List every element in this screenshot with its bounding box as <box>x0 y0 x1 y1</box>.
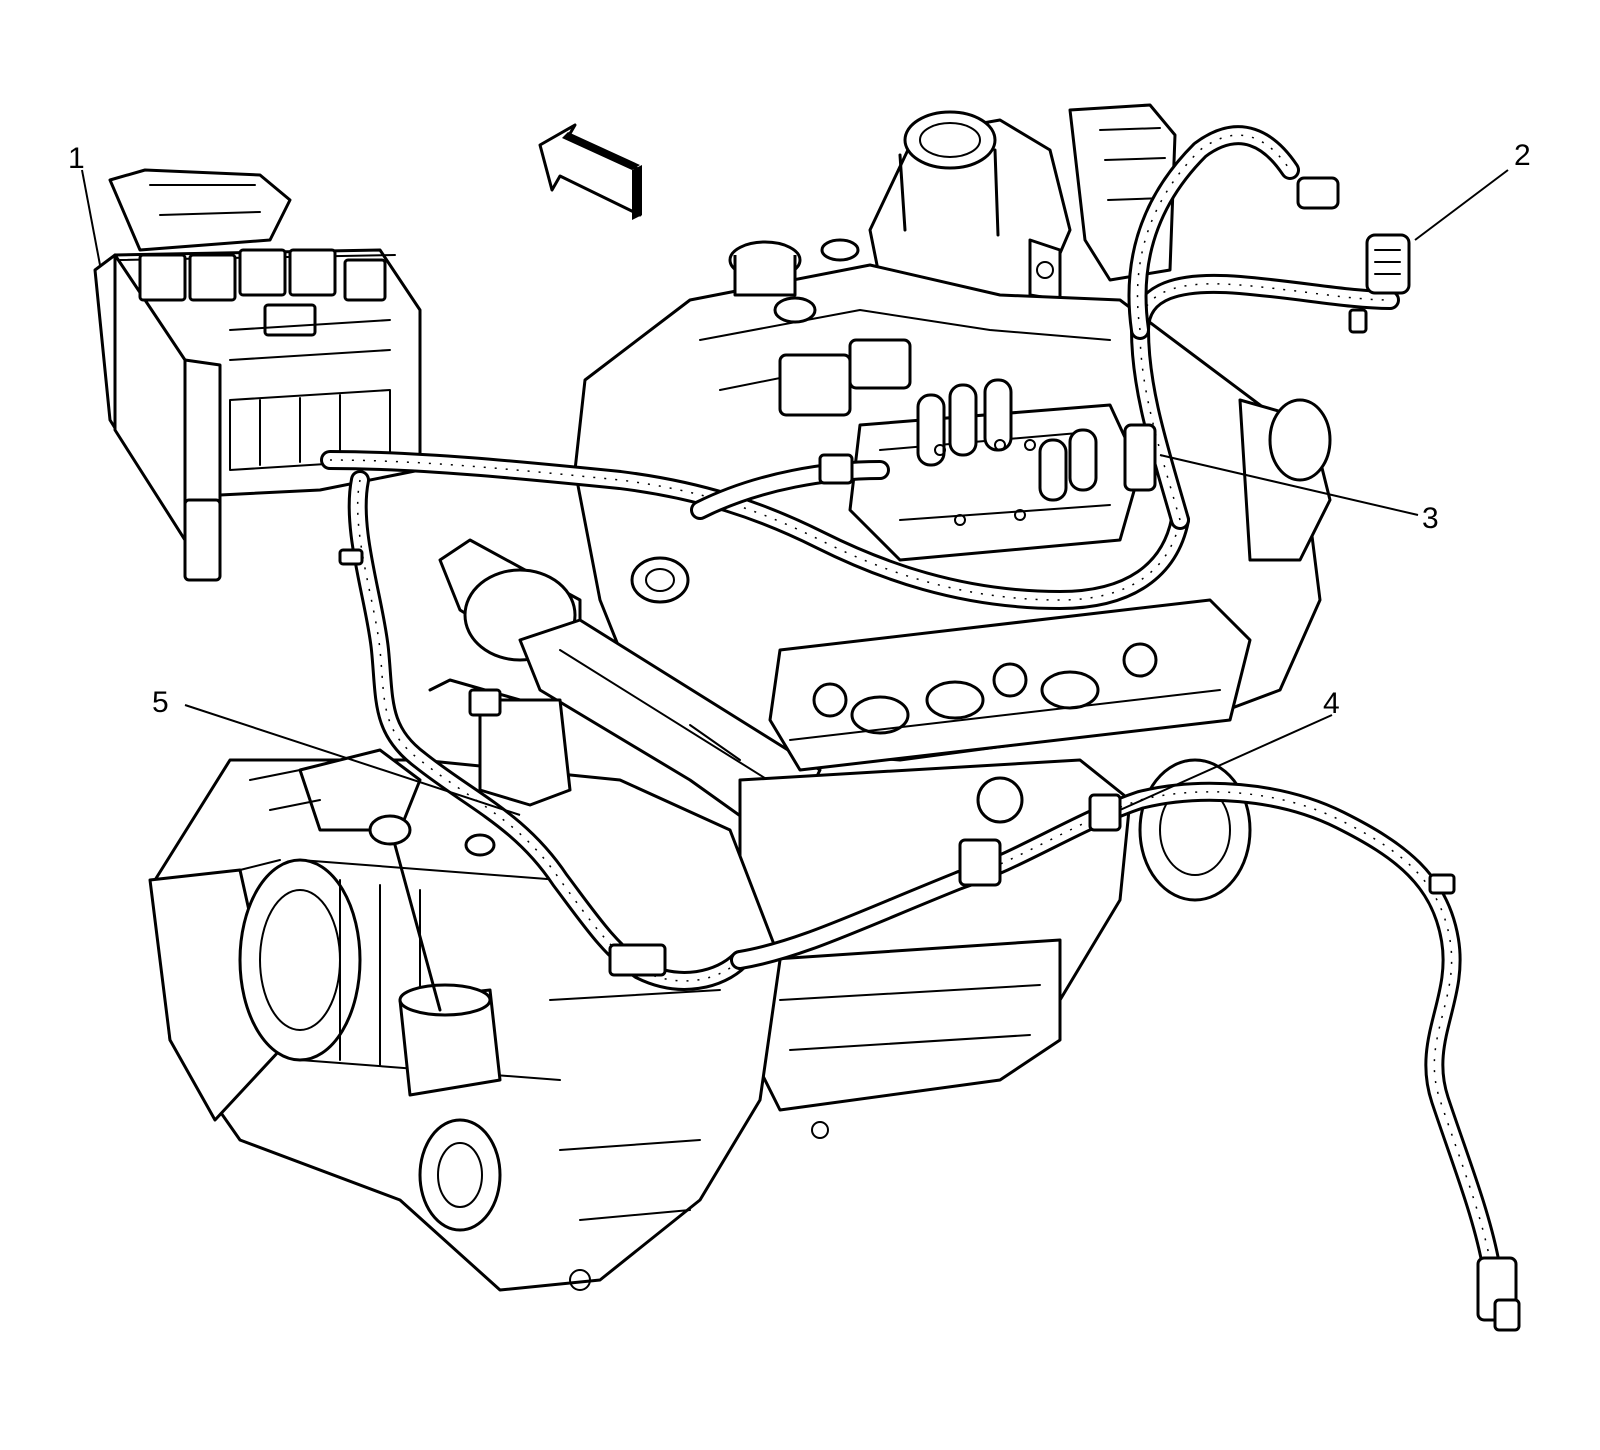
coolant-pipe <box>428 678 572 807</box>
callout-labels: 1 2 3 4 5 <box>68 139 1531 720</box>
transaxle-connector <box>608 943 667 977</box>
fuse-relay-block <box>93 168 422 582</box>
throttle-connector <box>1296 176 1340 210</box>
round-connector-2 <box>1365 233 1411 295</box>
callout-label-1: 1 <box>68 142 85 175</box>
callout-label-5: 5 <box>152 686 169 719</box>
callout-leaders <box>81 169 1509 816</box>
leader-line-4 <box>1119 714 1333 811</box>
callout-label-2: 2 <box>1514 139 1531 172</box>
leader-line-1 <box>81 169 101 266</box>
leader-line-2 <box>1414 169 1509 241</box>
exhaust-pipe <box>438 538 822 832</box>
leader-line-5 <box>184 704 521 816</box>
cylinder-head <box>768 398 1332 772</box>
transaxle <box>148 748 782 1292</box>
connector-4 <box>1088 793 1122 832</box>
ignition-coil-module <box>848 378 1142 562</box>
engine-assembly <box>148 103 1332 1292</box>
callout-label-3: 3 <box>1422 502 1439 535</box>
front-direction-arrow-icon <box>538 123 642 220</box>
coil-connector-3 <box>1123 423 1157 492</box>
harness-connectors <box>338 176 1521 1332</box>
callout-label-4: 4 <box>1323 687 1340 720</box>
leader-line-3 <box>1159 454 1419 516</box>
